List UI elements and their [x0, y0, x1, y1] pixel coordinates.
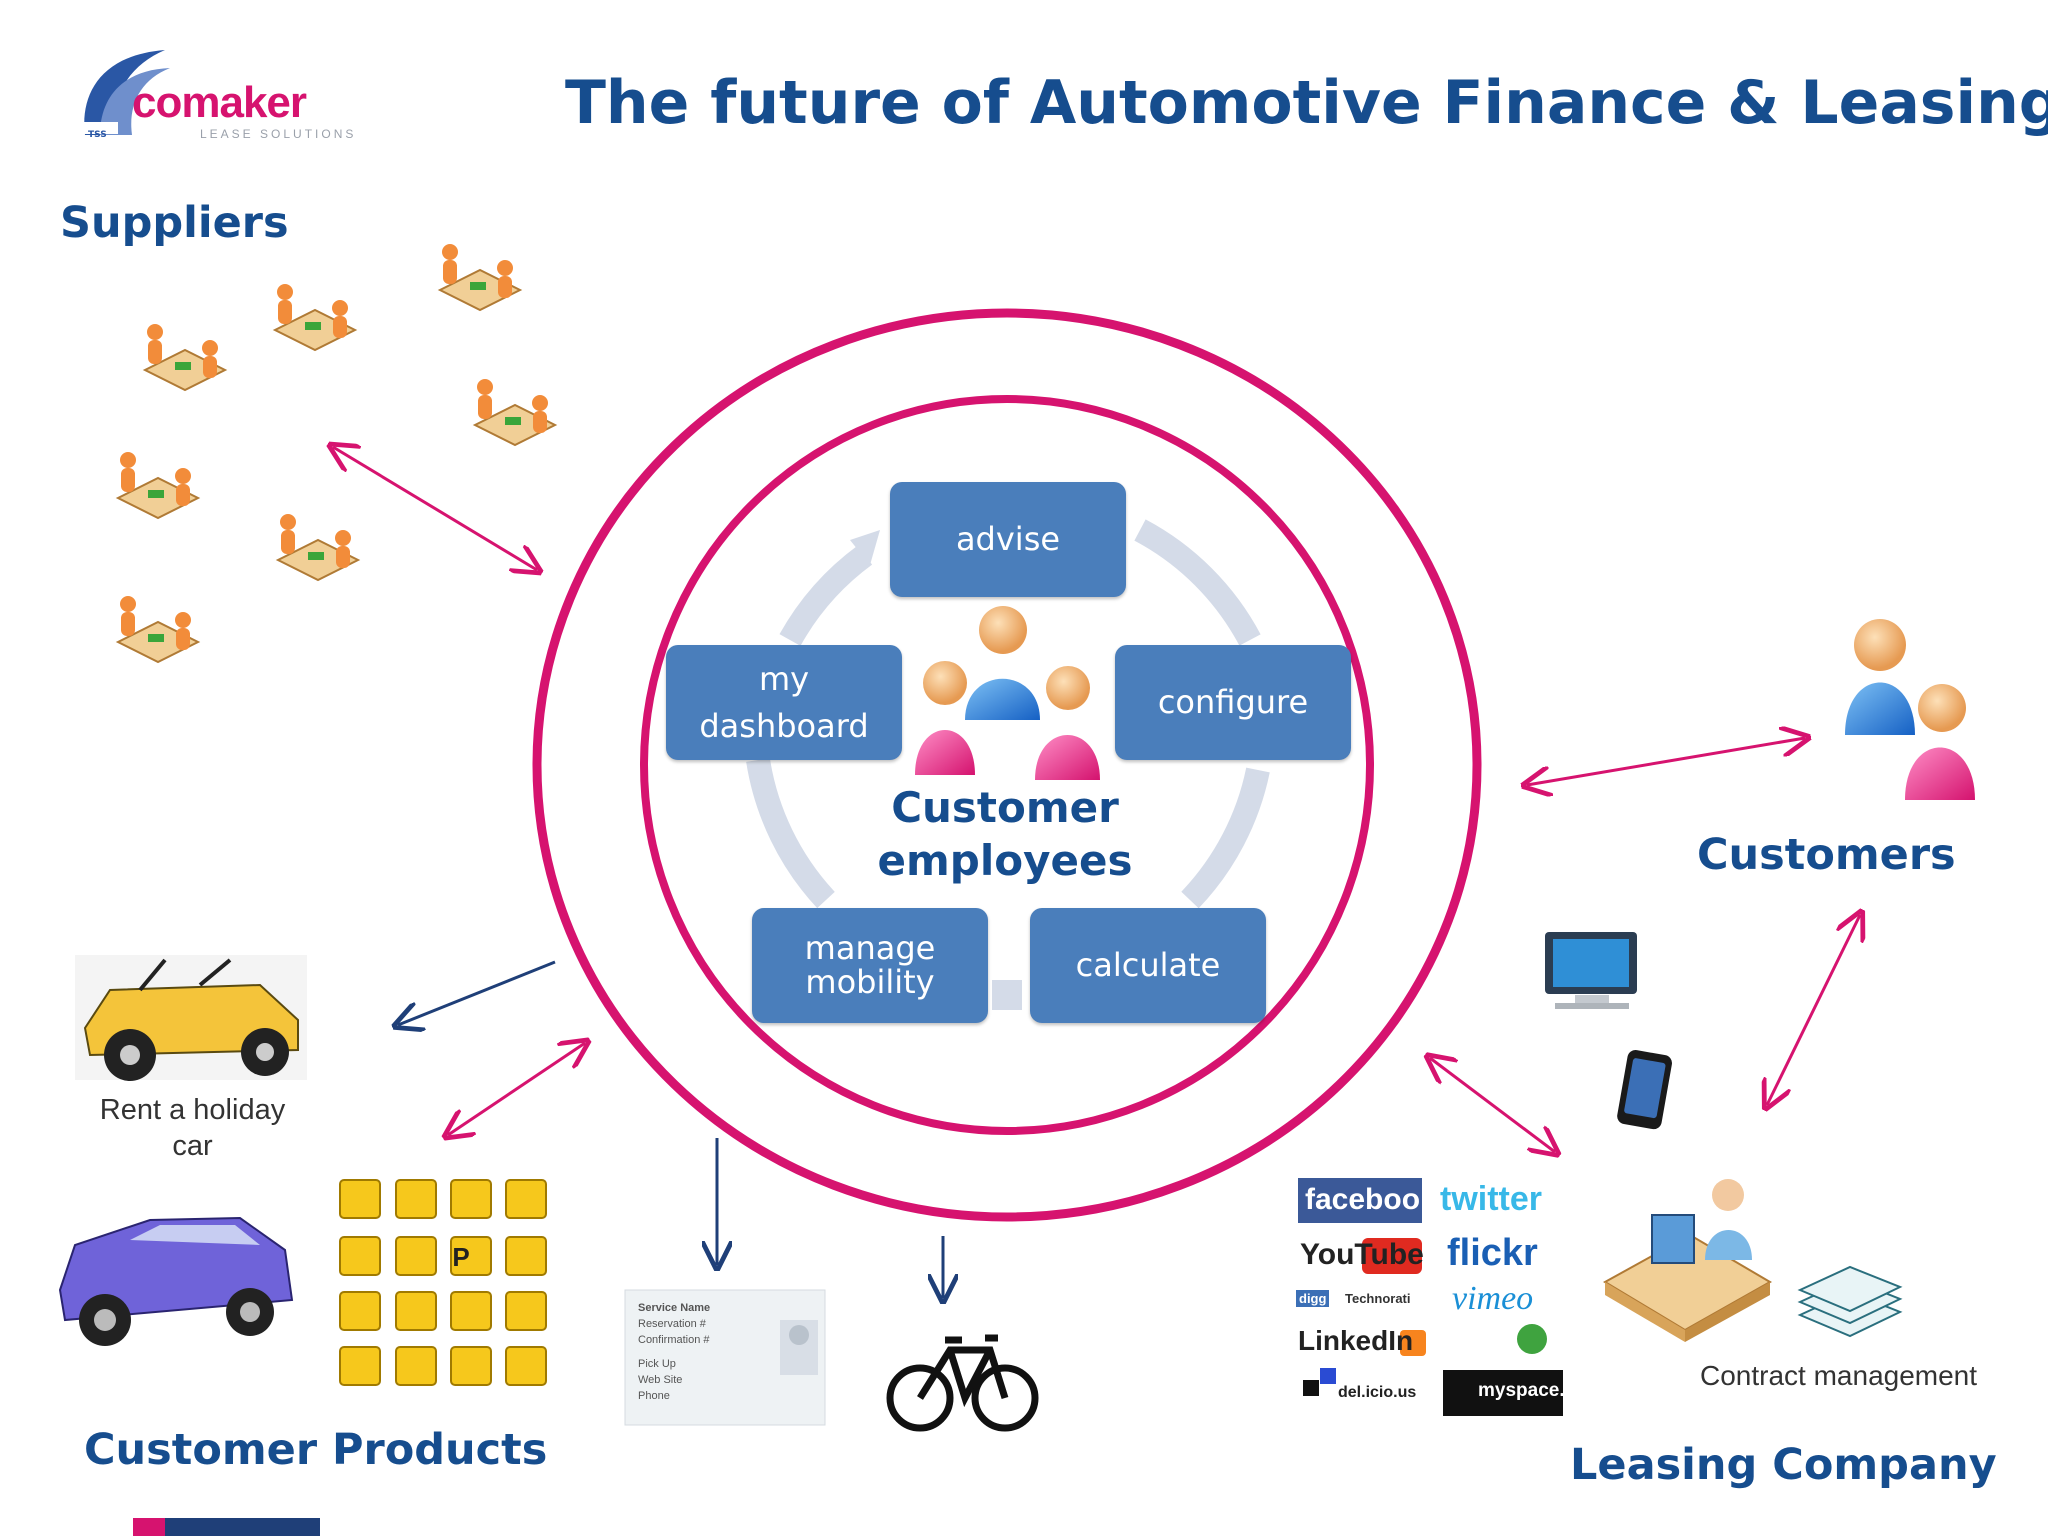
supplier-meeting-icons — [115, 244, 558, 664]
stage-advise: advise — [890, 482, 1126, 597]
contract-desk-icon — [1602, 1179, 1773, 1342]
service-card-field: Reservation # — [638, 1318, 706, 1330]
monitor-icon — [1545, 932, 1637, 1009]
service-card-field: Pick Up — [638, 1358, 676, 1370]
rent-car-caption: Rent a holiday car — [99, 1094, 286, 1163]
customers-icon — [1845, 619, 1975, 800]
footer-accent-navy — [165, 1518, 320, 1536]
logo-badge: TSS — [88, 130, 107, 140]
contract-management-caption: Contract management — [1700, 1360, 1978, 1391]
leasing-company-title: Leasing Company — [1570, 1440, 1997, 1490]
customer-employees-label: Customer employees — [877, 783, 1133, 885]
logo-swoosh-icon — [84, 50, 170, 135]
digg-logo: digg — [1296, 1290, 1330, 1307]
customer-employees-icon — [915, 606, 1100, 780]
bicycle-icon — [886, 1334, 1039, 1432]
cycle-arrow — [746, 519, 1270, 1010]
logo-tagline: LEASE SOLUTIONS — [200, 127, 357, 141]
facebook-logo: facebook — [1305, 1183, 1437, 1216]
footer-accent-pink — [133, 1518, 165, 1536]
page-title: The future of Automotive Finance & Leasi… — [565, 68, 2048, 138]
service-card-icon — [624, 1289, 826, 1426]
linkedin-logo: LinkedIn — [1298, 1325, 1414, 1356]
holiday-car-icon — [75, 955, 307, 1081]
delicious-logo: del.icio.us — [1338, 1384, 1417, 1401]
smartphone-icon — [1617, 1050, 1672, 1130]
flickr-logo: flickr — [1447, 1232, 1538, 1274]
service-card-field: Web Site — [638, 1374, 683, 1386]
service-card-text: Service Name Reservation # Confirmation … — [638, 1300, 710, 1404]
vimeo-logo: vimeo — [1452, 1280, 1534, 1317]
customer-products-title: Customer Products — [84, 1425, 548, 1475]
logo-brand: comaker — [132, 78, 307, 127]
connector-arrows — [333, 447, 1860, 1298]
inner-ring — [640, 395, 1374, 1135]
twitter-logo: twitter — [1440, 1180, 1542, 1218]
documents-stack-icon — [1797, 1265, 1903, 1338]
outer-ring — [532, 308, 1482, 1222]
stage-my-dashboard: my dashboard — [666, 645, 902, 760]
blue-car-icon — [58, 1216, 294, 1346]
social-media-logos — [1298, 1178, 1563, 1416]
service-card-field: Service Name — [638, 1302, 711, 1314]
service-card-field: Phone — [638, 1390, 670, 1402]
customers-title: Customers — [1697, 830, 1956, 880]
technorati-logo: Technorati — [1345, 1291, 1411, 1306]
stage-calculate: calculate — [1030, 908, 1266, 1023]
services-icon-grid: P — [339, 1179, 547, 1386]
service-card-field: Confirmation # — [638, 1334, 710, 1346]
myspace-logo: myspace.com — [1478, 1380, 1604, 1401]
svg-text:P: P — [452, 1242, 469, 1272]
youtube-logo: YouTube — [1300, 1238, 1424, 1271]
suppliers-title: Suppliers — [60, 198, 289, 248]
stage-configure: configure — [1115, 645, 1351, 760]
stage-manage-mobility: manage mobility — [752, 908, 988, 1023]
